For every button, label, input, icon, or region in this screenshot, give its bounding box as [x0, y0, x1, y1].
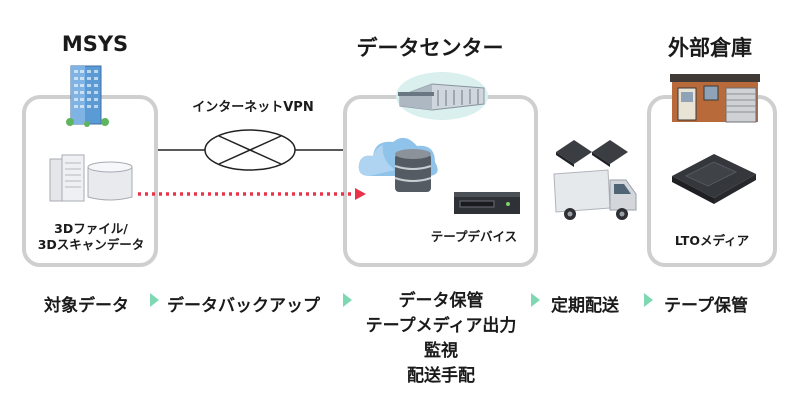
lto-media-label: LTOメディア	[674, 233, 750, 248]
datacenter-building-icon	[396, 72, 488, 120]
flow-step-delivery-arrangement: 配送手配	[407, 366, 475, 386]
files-label-line1: 3Dファイル/	[54, 221, 128, 236]
network-label: インターネットVPN	[192, 100, 314, 115]
router-icon	[204, 129, 296, 171]
datacenter-title: データセンター	[356, 36, 504, 60]
warehouse-icon	[670, 74, 760, 123]
office-building-icon	[66, 65, 109, 127]
flow-arrow-3	[531, 293, 540, 307]
lto-media-icon	[672, 154, 756, 204]
warehouse-title: 外部倉庫	[668, 36, 752, 60]
tape-device-label: テープデバイス	[430, 229, 518, 244]
flow-arrow-4	[644, 293, 653, 307]
server-storage-icon	[49, 154, 133, 202]
flow-step-target-data: 対象データ	[44, 296, 129, 316]
flow-step-tape-output: テープメディア出力	[365, 316, 517, 336]
flow-step-tape-storage: テープ保管	[664, 296, 748, 316]
msys-title: MSYS	[61, 32, 129, 56]
tape-device-icon	[454, 192, 520, 214]
flow-step-backup: データバックアップ	[167, 296, 320, 316]
flow-arrow-1	[150, 293, 159, 307]
flow-arrow-2	[343, 293, 352, 307]
flow-step-storage: データ保管	[398, 291, 484, 311]
delivery-truck-icon	[553, 169, 637, 220]
cloud-database-icon	[358, 137, 438, 192]
tape-cartridges-icon	[556, 140, 628, 167]
flow-step-regular-delivery: 定期配送	[551, 296, 619, 316]
flow-step-monitoring: 監視	[424, 341, 458, 361]
files-label-line2: 3Dスキャンデータ	[37, 237, 145, 252]
